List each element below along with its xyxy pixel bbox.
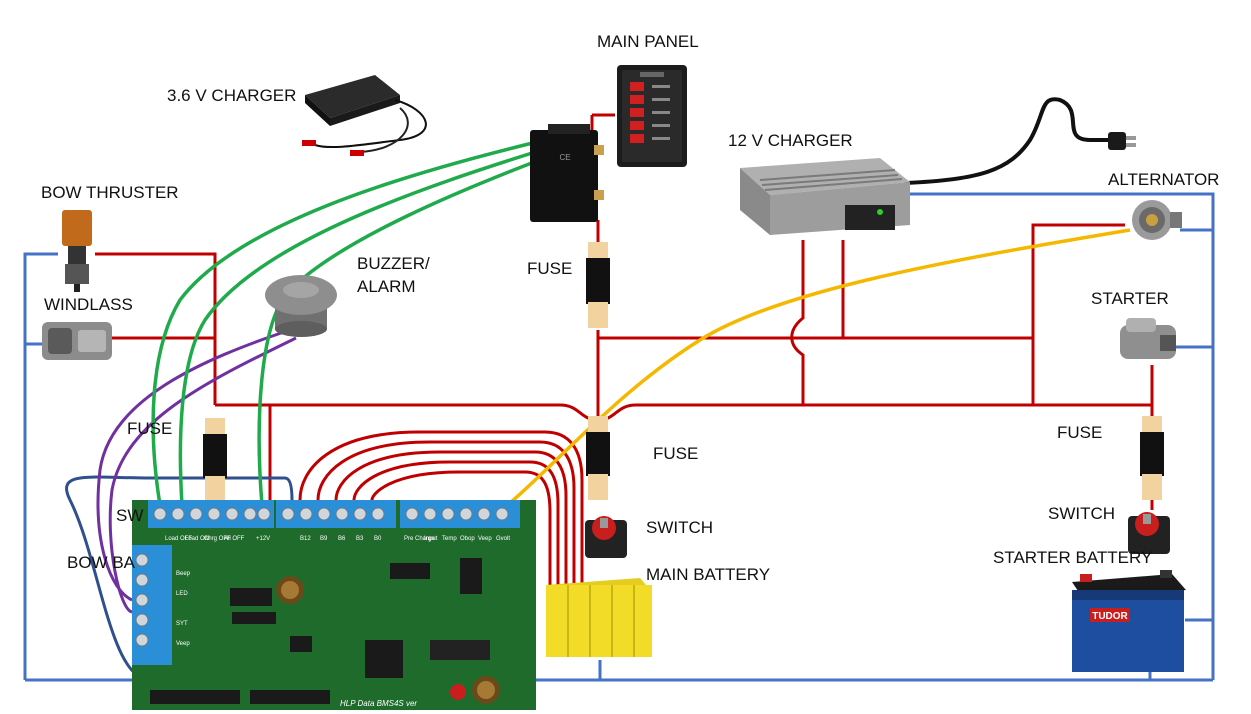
label-buzzer-line1: BUZZER/	[357, 254, 430, 273]
bms-label-c5: Gvolt	[496, 536, 510, 542]
bms-components	[150, 558, 500, 704]
label-bow-battery: BOW BA	[67, 553, 136, 572]
bms-side-label-1: LED	[176, 591, 188, 597]
label-charger-36v: 3.6 V CHARGER	[167, 86, 297, 105]
mains-plug-icon	[1108, 132, 1136, 150]
bms-side-label-2: SYT	[176, 621, 188, 627]
fuse-top-icon	[586, 242, 610, 328]
bms-side-label-3: Veep	[176, 641, 190, 647]
relay-icon: CE	[530, 124, 604, 222]
label-main-panel: MAIN PANEL	[597, 32, 699, 51]
label-charger-12v: 12 V CHARGER	[728, 131, 853, 150]
fuse-right-icon	[1140, 416, 1164, 500]
charger-12v-icon	[740, 158, 910, 235]
bms-label-b2: B6	[338, 536, 346, 542]
bms-label-b0: B12	[300, 536, 311, 542]
bms-title: HLP Data BMS4S ver	[340, 699, 417, 708]
bow-battery-loop-wire	[65, 475, 294, 682]
starter-battery-icon: TUDOR	[1072, 570, 1186, 672]
fuse-main-icon	[586, 416, 610, 500]
bms-label-a4: +12V	[256, 536, 270, 542]
label-fuse-left: FUSE	[127, 419, 173, 438]
bms-label-a1: Load ON	[185, 536, 209, 542]
alternator-wire	[508, 228, 1131, 505]
bms-labels-c: Pre Charge Input Temp Obop Veep Gvolt	[404, 536, 510, 542]
battery-brand-text: TUDOR	[1092, 611, 1128, 622]
bms-label-b3: B3	[356, 536, 364, 542]
switch-starter-icon	[1128, 512, 1170, 554]
svg-text:CE: CE	[559, 153, 570, 162]
charger-36v-icon	[302, 75, 427, 156]
alternator-icon	[1132, 200, 1182, 240]
label-switch-main: SWITCH	[646, 518, 714, 537]
bms-label-c1: Input	[424, 536, 438, 542]
switch-main-icon	[585, 516, 627, 558]
buzzer-icon	[265, 275, 337, 337]
positive-wires	[95, 113, 1154, 510]
bms-label-a2: Chrg OFF	[204, 536, 231, 542]
bms-side-label-0: Beep	[176, 571, 191, 577]
bms-label-c2: Temp	[442, 536, 457, 542]
label-bow-thruster: BOW THRUSTER	[41, 183, 179, 202]
label-fuse-main: FUSE	[653, 444, 699, 463]
cell-tap-wires	[298, 430, 584, 585]
bms-label-b1: B9	[320, 536, 328, 542]
label-starter-battery: STARTER BATTERY	[993, 548, 1153, 567]
bms-labels-a: Load OFF Load ON Chrg OFF All OFF +12V	[165, 536, 270, 542]
bms-label-c4: Veep	[478, 536, 492, 542]
label-fuse-right: FUSE	[1057, 423, 1103, 442]
label-windlass: WINDLASS	[44, 295, 133, 314]
bms-board: Load OFF Load ON Chrg OFF All OFF +12V B…	[132, 500, 536, 710]
fuse-left-icon	[203, 418, 227, 502]
label-starter: STARTER	[1091, 289, 1169, 308]
bms-label-c0: Pre Charge	[404, 536, 435, 542]
label-fuse-top: FUSE	[527, 259, 573, 278]
bms-label-b4: B0	[374, 536, 382, 542]
label-switch-starter: SWITCH	[1048, 504, 1116, 523]
starter-icon	[1120, 318, 1176, 359]
bms-side-labels: Beep LED SYT Veep	[176, 571, 191, 647]
label-buzzer-line2: ALARM	[357, 277, 416, 296]
label-alternator: ALTERNATOR	[1108, 170, 1220, 189]
label-main-battery: MAIN BATTERY	[646, 565, 771, 584]
bms-label-a0: Load OFF	[165, 536, 192, 542]
main-panel-icon	[617, 65, 687, 167]
label-switch-left: SW	[116, 506, 144, 525]
bms-label-c3: Obop	[460, 536, 475, 542]
bms-labels-b: B12 B9 B6 B3 B0	[300, 536, 382, 542]
bms-label-a3: All OFF	[224, 536, 245, 542]
windlass-icon	[42, 322, 112, 360]
mains-cable	[904, 97, 1110, 185]
alarm-wires	[96, 328, 297, 614]
bow-thruster-icon	[62, 210, 92, 292]
main-battery-icon	[546, 578, 652, 657]
